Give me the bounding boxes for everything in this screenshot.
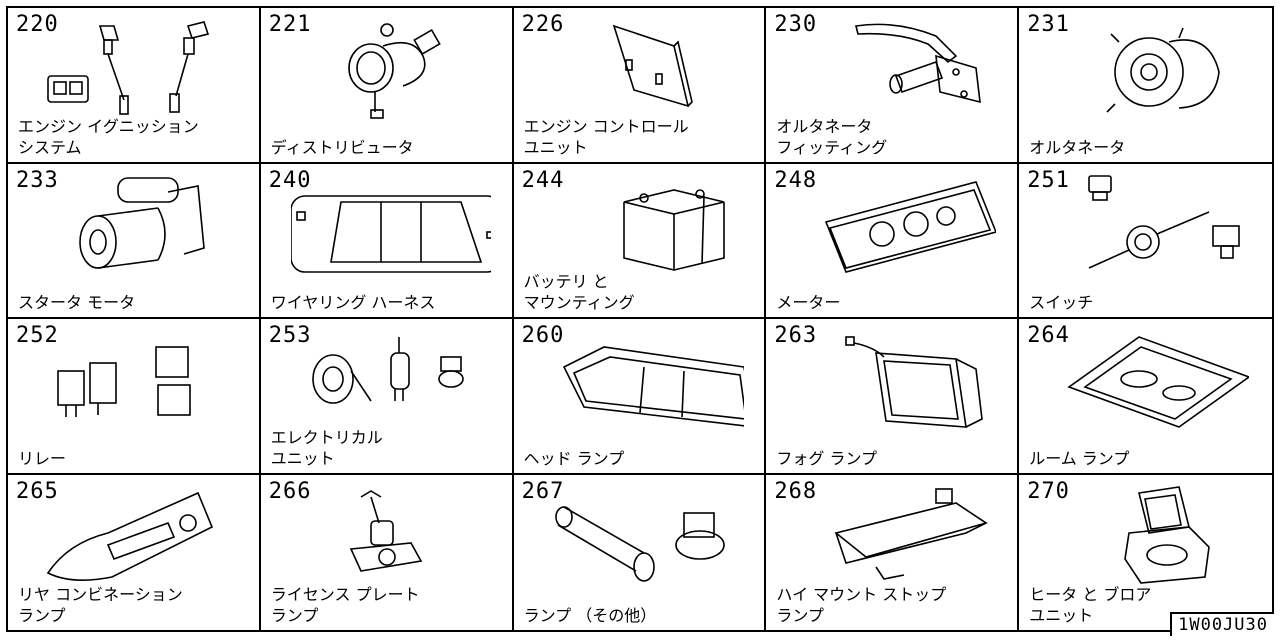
document-code: 1W00JU30: [1170, 612, 1274, 636]
engine-control-unit-illustration: [612, 24, 693, 108]
catalog-cell-265[interactable]: 265 リヤ コンビネーションランプ: [8, 474, 261, 630]
cell-number: 221: [268, 12, 312, 37]
catalog-cell-266[interactable]: 266 ライセンス プレートランプ: [261, 474, 514, 630]
cell-number: 268: [774, 478, 818, 504]
cell-label: スイッチ: [1029, 293, 1094, 312]
headlamp-illustration: [562, 346, 744, 427]
cell-number: 267: [521, 478, 565, 504]
cell-label: ヘッド ランプ: [523, 448, 625, 468]
catalog-cell-221[interactable]: 221 ディストリビュータ: [260, 8, 514, 164]
cell-label: リヤ コンビネーションランプ: [18, 585, 183, 625]
cell-label: バッテリ とマウンティング: [523, 272, 635, 312]
catalog-cell-244[interactable]: 244 バッテリ とマウンティング: [513, 163, 767, 319]
meter-illustration: [825, 180, 997, 273]
cell-number: 270: [1027, 478, 1070, 504]
catalog-cell-270[interactable]: 270 ヒータ と ブロアユニット: [1019, 475, 1272, 631]
cell-label: フォグ ランプ: [776, 448, 877, 468]
cell-number: 263: [774, 323, 818, 348]
fog-lamp-illustration: [845, 336, 984, 428]
cell-number: 244: [521, 167, 565, 193]
catalog-cell-263[interactable]: 263 フォグ ランプ: [766, 319, 1020, 475]
cell-number: 231: [1027, 12, 1070, 37]
catalog-cell-260[interactable]: 260 ヘッド ランプ: [513, 319, 767, 475]
catalog-cell-264[interactable]: 264 ルーム ランプ: [1019, 319, 1272, 475]
alternator-fitting-illustration: [855, 23, 982, 104]
other-lamp-illustration: [554, 505, 725, 582]
cell-number: 251: [1027, 167, 1070, 193]
cell-number: 264: [1027, 323, 1070, 348]
relay-illustration: [57, 346, 191, 417]
ignition-system-illustration: [47, 21, 210, 115]
catalog-cell-252[interactable]: 252 リレー: [8, 319, 261, 475]
electrical-unit-illustration: [311, 337, 464, 404]
cell-label: エンジン コントロールユニット: [523, 116, 689, 157]
catalog-cell-220[interactable]: 220 エンジン イグニッションシステム: [8, 8, 261, 164]
catalog-cell-267[interactable]: 267 ランプ （その他）: [514, 474, 767, 630]
cell-label: ランプ （その他）: [523, 606, 657, 625]
cell-label: ルーム ランプ: [1029, 448, 1130, 468]
high-mount-stop-lamp-illustration: [834, 487, 989, 580]
cell-label: メーター: [776, 293, 841, 312]
cell-label: スタータ モータ: [18, 293, 136, 312]
cell-number: 266: [268, 478, 312, 504]
wiring-harness-illustration: [290, 194, 491, 273]
cell-label: ハイ マウント ストップランプ: [776, 585, 947, 625]
cell-label: オルタネータフィッティング: [776, 116, 888, 157]
catalog-cell-253[interactable]: 253 エレクトリカルユニット: [260, 319, 514, 475]
catalog-cell-230[interactable]: 230 オルタネータフィッティング: [766, 8, 1020, 164]
catalog-cell-226[interactable]: 226 エンジン コントロールユニット: [513, 8, 767, 164]
starter-motor-illustration: [79, 176, 205, 269]
cell-number: 265: [16, 478, 59, 504]
rear-combination-lamp-illustration: [46, 491, 214, 581]
cell-number: 252: [16, 323, 59, 348]
cell-number: 240: [268, 167, 312, 193]
cell-label: オルタネータ: [1029, 137, 1126, 157]
cell-label: ライセンス プレートランプ: [270, 585, 420, 625]
cell-number: 220: [16, 12, 59, 37]
distributor-illustration: [347, 23, 441, 119]
cell-label: リレー: [18, 448, 67, 468]
alternator-illustration: [1106, 27, 1220, 113]
heater-blower-unit-illustration: [1124, 485, 1211, 584]
catalog-cell-231[interactable]: 231 オルタネータ: [1019, 8, 1272, 164]
cell-number: 253: [268, 323, 312, 348]
switch-illustration: [1088, 174, 1240, 269]
cell-label: エンジン イグニッションシステム: [18, 116, 199, 157]
parts-catalog-grid: 220 エンジン イグニッションシステム 221 ディストリビュータ 226 エ…: [6, 6, 1274, 632]
cell-number: 226: [521, 12, 565, 37]
catalog-cell-248[interactable]: 248 メーター: [766, 163, 1020, 319]
cell-number: 260: [521, 323, 565, 348]
cell-label: ヒータ と ブロアユニット: [1029, 585, 1152, 625]
cell-label: ワイヤリング ハーネス: [270, 293, 436, 312]
cell-number: 230: [774, 12, 818, 37]
catalog-cell-233[interactable]: 233 スタータ モータ: [8, 163, 261, 319]
catalog-cell-240[interactable]: 240 ワイヤリング ハーネス: [260, 163, 514, 319]
catalog-cell-268[interactable]: 268 ハイ マウント ストップランプ: [766, 474, 1020, 630]
cell-label: エレクトリカルユニット: [270, 427, 383, 468]
cell-label: ディストリビュータ: [270, 137, 414, 157]
catalog-cell-251[interactable]: 251 スイッチ: [1019, 164, 1272, 319]
cell-number: 233: [16, 167, 59, 193]
room-lamp-illustration: [1067, 336, 1250, 428]
license-plate-lamp-illustration: [349, 489, 423, 572]
cell-number: 248: [774, 167, 818, 193]
battery-illustration: [622, 188, 725, 271]
